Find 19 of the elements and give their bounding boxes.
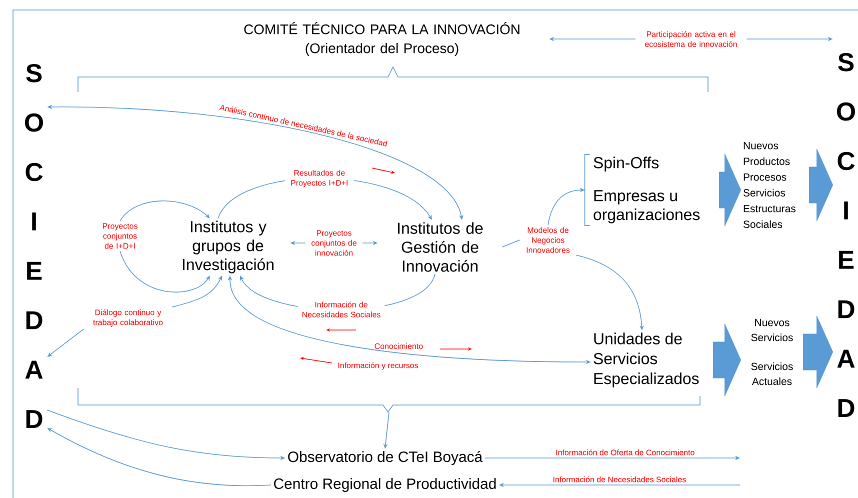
institute-text: Institutos de Gestión de Innovación <box>398 222 483 272</box>
connector-line <box>502 240 520 248</box>
block-arrow <box>808 148 834 222</box>
observatory-text: Observatorio de CTeI Boyacá <box>288 450 483 466</box>
center-text: Centro Regional de Productividad <box>274 478 496 492</box>
vertical-word: S O C I E D A D <box>25 64 43 428</box>
committee-heading: COMITÉ TÉCNICO PARA LA INNOVACIÓN (Orientador del Proceso) <box>244 22 520 56</box>
vertical-word: S O C I E D A D <box>837 53 855 417</box>
brace <box>78 388 700 413</box>
outcome-list: Nuevos Productos Procesos Servicios Estructuras Sociales <box>743 142 796 228</box>
block-arrow <box>718 154 742 226</box>
arrow <box>120 250 210 293</box>
organization-list: Spin-Offs Empresas u organizaciones <box>594 156 700 224</box>
outcome-list: Nuevos Servicios Servicios Actuales <box>751 318 793 386</box>
arrow <box>120 200 210 222</box>
block-arrow <box>802 316 834 388</box>
institute-text: Institutos y grupos de Investigación <box>182 220 274 274</box>
block-arrow <box>712 324 742 396</box>
unit-text: Unidades de Servicios Especializados <box>594 332 699 388</box>
